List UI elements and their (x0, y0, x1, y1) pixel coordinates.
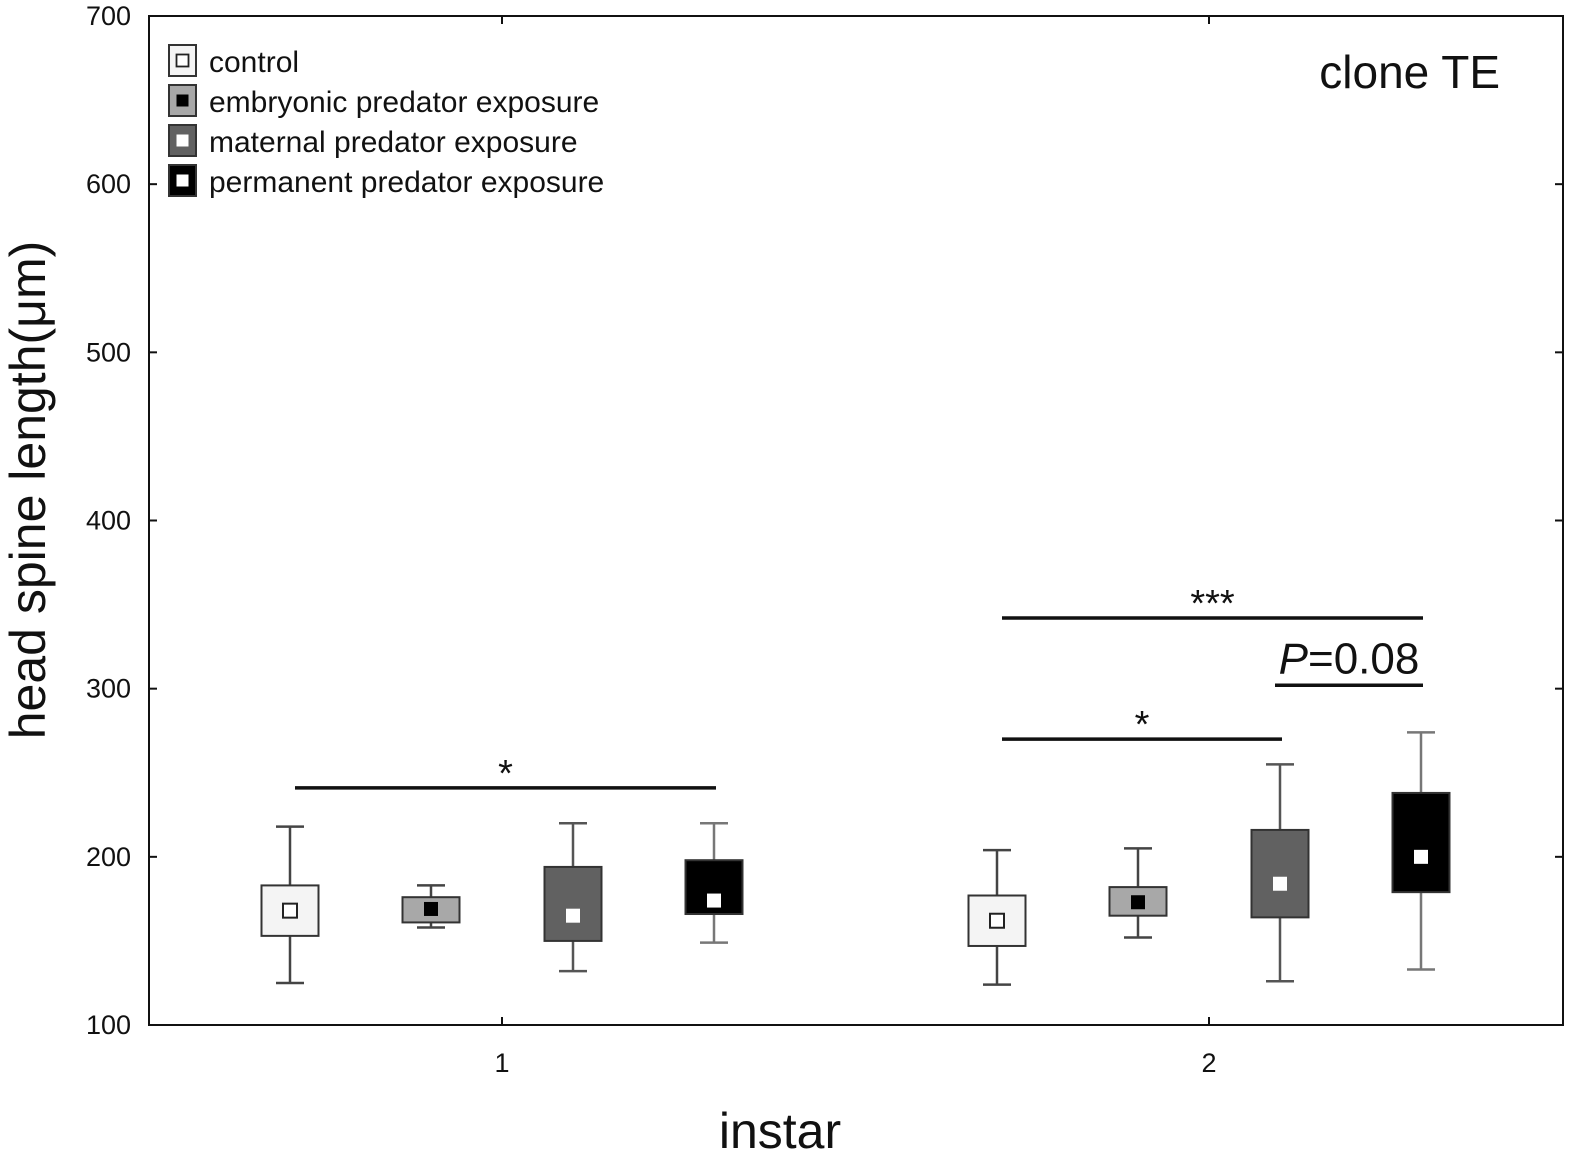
significance-1: * (295, 753, 716, 795)
legend-item-3: maternal predator exposure (168, 124, 578, 159)
significance-label: * (498, 753, 513, 795)
x-tick-label-2: 2 (1201, 1048, 1216, 1078)
legend-label: maternal predator exposure (209, 126, 578, 159)
box-4-instar-2 (1391, 731, 1451, 971)
legend-label: embryonic predator exposure (209, 86, 599, 119)
box-1-instar-2 (967, 848, 1027, 986)
mean-marker (707, 893, 721, 908)
y-tick-label-100: 100 (86, 1010, 131, 1040)
box-body (401, 896, 461, 924)
box-1-instar-1 (260, 825, 320, 985)
box-4-instar-1 (684, 821, 744, 944)
box-body (543, 865, 603, 942)
significance-label: *** (1190, 583, 1235, 625)
box-body (1250, 828, 1310, 919)
significance-annotations: *****P=0.08 (295, 583, 1423, 795)
significance-2: * (1002, 704, 1282, 746)
x-tick-label-1: 1 (494, 1048, 509, 1078)
chart-annotation: clone TE (1319, 46, 1500, 98)
mean-marker (566, 908, 580, 923)
legend: control embryonic predator exposure matern… (168, 44, 604, 199)
mean-marker (282, 902, 298, 919)
significance-label: * (1135, 704, 1150, 746)
box-2-instar-2 (1108, 847, 1168, 939)
legend-marker (176, 174, 189, 187)
legend-marker (176, 94, 189, 107)
y-tick-label-400: 400 (86, 506, 131, 536)
mean-marker (1131, 895, 1145, 910)
box-3-instar-2 (1250, 763, 1310, 983)
y-axis-title: head spine length(μm) (0, 241, 56, 740)
y-tick-label-700: 700 (86, 1, 131, 31)
legend-label: control (209, 46, 299, 79)
legend-item-4: permanent predator exposure (168, 164, 604, 199)
y-tick-label-200: 200 (86, 842, 131, 872)
legend-marker (176, 134, 189, 147)
y-tick-label-600: 600 (86, 169, 131, 199)
mean-marker (1414, 849, 1428, 864)
box-2-instar-1 (401, 884, 461, 929)
legend-label: permanent predator exposure (209, 166, 604, 199)
legend-item-2: embryonic predator exposure (168, 84, 599, 119)
box-3-instar-1 (543, 821, 603, 973)
box-body (1391, 791, 1451, 894)
box-body (1108, 886, 1168, 917)
y-tick-label-300: 300 (86, 674, 131, 704)
significance-4: P=0.08 (1275, 634, 1423, 688)
legend-marker (175, 53, 190, 68)
significance-3: *** (1002, 583, 1423, 625)
y-axis: 100 200 300 400 500 600 700 (86, 1, 1563, 1040)
mean-marker (989, 912, 1005, 929)
y-tick-label-500: 500 (86, 337, 131, 367)
significance-label: P=0.08 (1279, 634, 1420, 683)
x-axis-title: instar (719, 1103, 841, 1159)
legend-item-1: control (168, 44, 299, 79)
box-series (260, 731, 1451, 986)
mean-marker (1273, 876, 1287, 891)
mean-marker (424, 901, 438, 916)
